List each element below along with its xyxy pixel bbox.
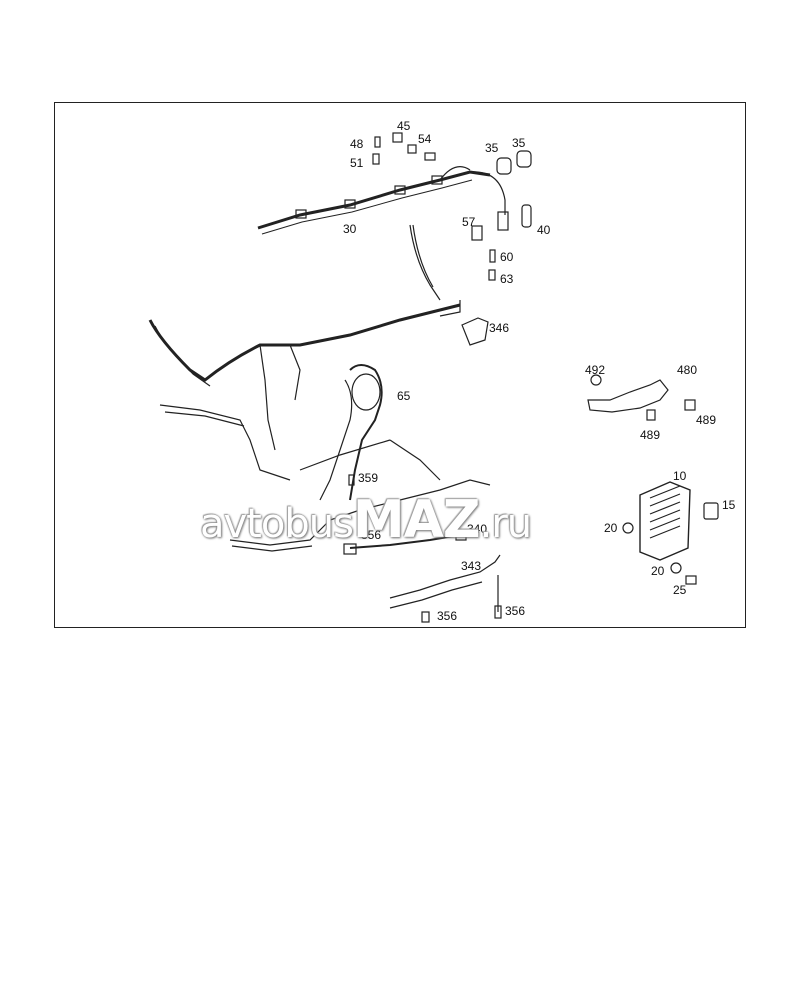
watermark-brand: MAZ bbox=[352, 490, 481, 550]
callout-label: 346 bbox=[489, 321, 509, 335]
callout-label: 35 bbox=[512, 136, 526, 150]
callout-label: 356 bbox=[505, 604, 525, 618]
callout-label: 63 bbox=[500, 272, 514, 286]
callout-label: 489 bbox=[640, 428, 660, 442]
callout-label: 480 bbox=[677, 363, 697, 377]
watermark-suffix: .ru bbox=[479, 501, 533, 547]
callout-label: 489 bbox=[696, 413, 716, 427]
callout-label: 359 bbox=[358, 471, 378, 485]
callout-label: 20 bbox=[651, 564, 665, 578]
callout-label: 48 bbox=[350, 137, 364, 151]
callout-label: 25 bbox=[673, 583, 687, 597]
callout-label: 60 bbox=[500, 250, 514, 264]
callout-label: 356 bbox=[437, 609, 457, 623]
wiring-harness-drawing bbox=[148, 132, 719, 623]
watermark-prefix: avtobus bbox=[200, 501, 354, 547]
callout-label: 54 bbox=[418, 132, 432, 146]
callout-label: 340 bbox=[467, 522, 487, 536]
callout-label: 51 bbox=[350, 156, 364, 170]
callout-label: 57 bbox=[462, 215, 476, 229]
callout-label: 45 bbox=[397, 119, 411, 133]
callout-label: 65 bbox=[397, 389, 411, 403]
callout-label: 492 bbox=[585, 363, 605, 377]
callout-label: 10 bbox=[673, 469, 687, 483]
callout-label: 20 bbox=[604, 521, 618, 535]
callout-label: 15 bbox=[722, 498, 736, 512]
watermark: avtobusMAZ.ru bbox=[200, 490, 600, 550]
callout-label: 35 bbox=[485, 141, 499, 155]
callout-label: 356 bbox=[361, 528, 381, 542]
callout-label: 30 bbox=[343, 222, 357, 236]
callout-label: 40 bbox=[537, 223, 551, 237]
callout-label: 343 bbox=[461, 559, 481, 573]
callout-labels: 48 45 54 51 35 35 30 40 57 60 63 346 492… bbox=[343, 119, 736, 623]
